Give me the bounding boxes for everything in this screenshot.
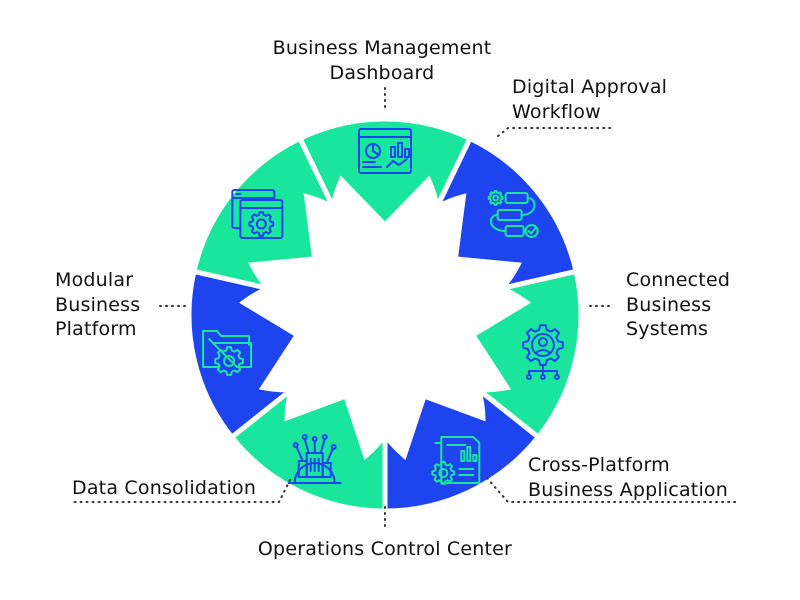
leader-cross-platform-business-application	[486, 477, 739, 503]
leader-data-consolidation	[71, 479, 291, 503]
building-gear-icon	[287, 433, 342, 484]
segment-digital-approval-workflow	[431, 135, 580, 293]
label-operations-control-center: Operations Control Center	[257, 538, 513, 560]
folder-gear-icon	[202, 330, 253, 376]
label-data-consolidation: Data Consolidation	[72, 477, 257, 499]
label-modular-business-platform: Modular Business Platform	[55, 269, 141, 340]
label-business-management-dashboard: Business Management Dashboard	[272, 37, 492, 84]
label-cross-platform-business-application: Cross-Platform Business Application	[528, 454, 728, 501]
windows-gear-icon	[231, 188, 284, 239]
label-connected-business-systems: Connected Business Systems	[626, 269, 731, 340]
document-gear-icon	[431, 435, 481, 485]
leader-digital-approval-workflow	[497, 127, 613, 137]
workflow-icon	[487, 190, 539, 238]
label-digital-approval-workflow: Digital Approval Workflow	[512, 76, 668, 123]
connected-user-gear-icon	[522, 324, 564, 381]
dashboard-icon	[358, 128, 412, 174]
